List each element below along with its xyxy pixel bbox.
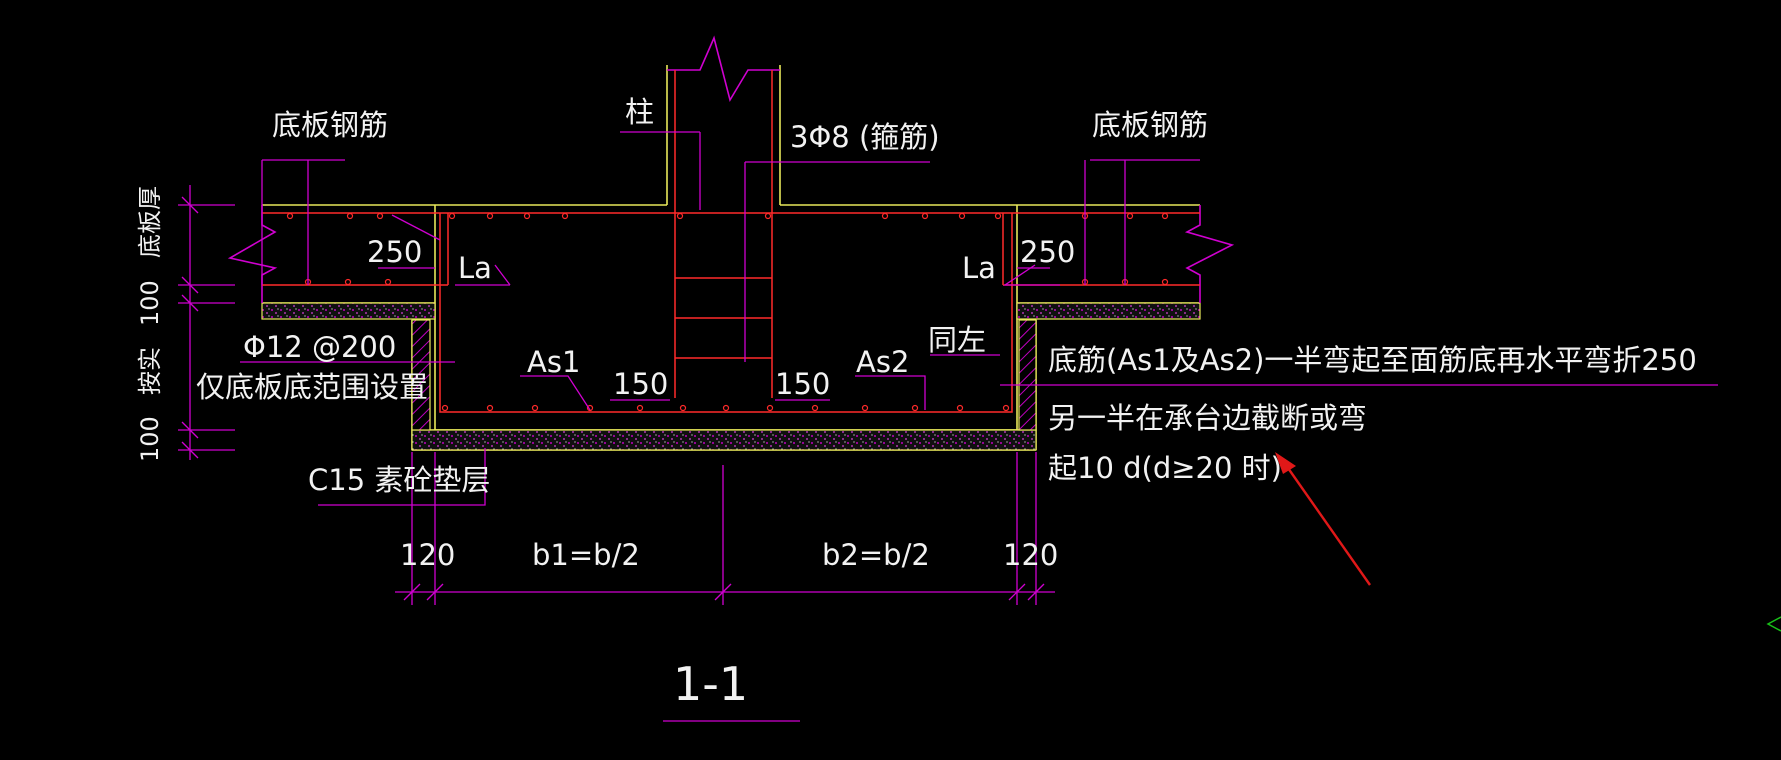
label-as1: As1 [527,345,580,379]
label-slab-rebar-left: 底板钢筋 [272,108,388,142]
dim-150-left: 150 [613,367,668,401]
note-line-2: 另一半在承台边截断或弯 [1048,401,1367,435]
label-rebar-phi12-note: 仅底板底范围设置 [196,370,428,404]
dim-250-left: 250 [367,235,422,269]
cushion-layer [261,302,1201,451]
label-la-right: La [962,251,996,285]
label-stirrups: 3Φ8 (箍筋) [790,120,940,154]
label-la-left: La [458,251,492,285]
rebar [262,70,1200,413]
note-line-3: 起10 d(d≥20 时) [1048,451,1282,485]
label-rebar-phi12: Φ12 @200 [243,330,396,364]
dim-100-top: 100 [136,280,164,326]
label-slab-thickness: 底板厚 [136,186,164,258]
cursor-crosshair-icon [1766,616,1781,632]
annotation-arrow [1275,452,1371,586]
dim-120-right: 120 [1003,538,1058,572]
dimension-lines [178,131,1718,722]
label-slab-rebar-right: 底板钢筋 [1092,108,1208,142]
dim-100-bottom: 100 [136,416,164,462]
label-cushion: C15 素砼垫层 [308,463,490,497]
note-line-1: 底筋(As1及As2)一半弯起至面筋底再水平弯折250 [1048,343,1697,377]
dim-120-left: 120 [400,538,455,572]
dim-150-right: 150 [775,367,830,401]
section-title: 1-1 [673,657,748,711]
drawing-labels: 柱 3Φ8 (箍筋) 底板钢筋 底板钢筋 底板厚 100 按实 100 250 … [136,95,1697,711]
dim-b2: b2=b/2 [822,538,930,572]
dim-b1: b1=b/2 [532,538,640,572]
dim-250-right: 250 [1020,235,1075,269]
label-as2: As2 [856,345,909,379]
dim-cap-depth: 按实 [136,347,164,395]
label-same-left: 同左 [928,323,986,357]
label-column: 柱 [625,95,654,129]
